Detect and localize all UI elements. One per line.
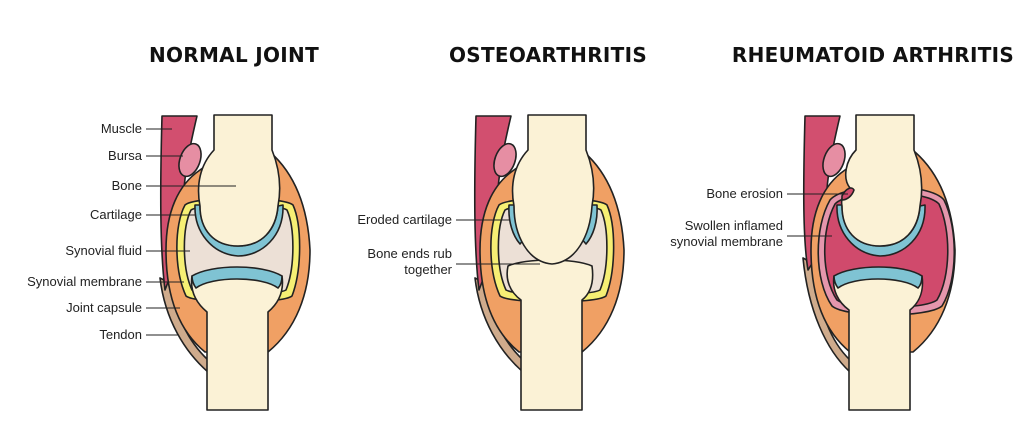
label-bone: Bone: [112, 178, 142, 193]
osteoarthritis-illustration: [473, 114, 625, 411]
label-tendon: Tendon: [99, 327, 142, 342]
ra-bursa-shape: [822, 142, 846, 178]
rheumatoid-arthritis-illustration: [802, 114, 956, 411]
title-osteoarthritis: OSTEOARTHRITIS: [449, 43, 647, 67]
label-bone-ends-rub-line1: Bone ends rub: [367, 246, 452, 261]
label-muscle: Muscle: [101, 121, 142, 136]
title-normal-joint: NORMAL JOINT: [149, 43, 319, 67]
ra-lower-cartilage-shape: [833, 266, 923, 289]
label-cartilage: Cartilage: [90, 207, 142, 222]
rheumatoid-arthritis-labels: Bone erosion Swollen inflamed synovial m…: [670, 186, 848, 249]
label-bursa: Bursa: [108, 148, 143, 163]
label-eroded-cartilage: Eroded cartilage: [357, 212, 452, 227]
ra-upper-bone-shape: [840, 114, 923, 247]
osteoarthritis-labels: Eroded cartilage Bone ends rub together: [357, 212, 540, 277]
oa-bursa-shape: [493, 142, 517, 178]
label-bone-ends-rub-line2: together: [404, 262, 452, 277]
label-swollen-line1: Swollen inflamed: [685, 218, 783, 233]
upper-bone-shape: [197, 114, 281, 247]
oa-upper-bone-shape: [511, 114, 595, 265]
label-swollen-line2: synovial membrane: [670, 234, 783, 249]
label-synovial-fluid: Synovial fluid: [65, 243, 142, 258]
normal-joint-labels: Muscle Bursa Bone Cartilage Synovial flu…: [27, 121, 236, 342]
lower-cartilage-shape: [191, 266, 283, 289]
bursa-shape: [178, 142, 202, 178]
title-rheumatoid-arthritis: RHEUMATOID ARTHRITIS: [732, 43, 1014, 67]
label-bone-erosion: Bone erosion: [706, 186, 783, 201]
normal-joint-illustration: [159, 114, 311, 411]
label-joint-capsule: Joint capsule: [66, 300, 142, 315]
label-synovial-membrane: Synovial membrane: [27, 274, 142, 289]
